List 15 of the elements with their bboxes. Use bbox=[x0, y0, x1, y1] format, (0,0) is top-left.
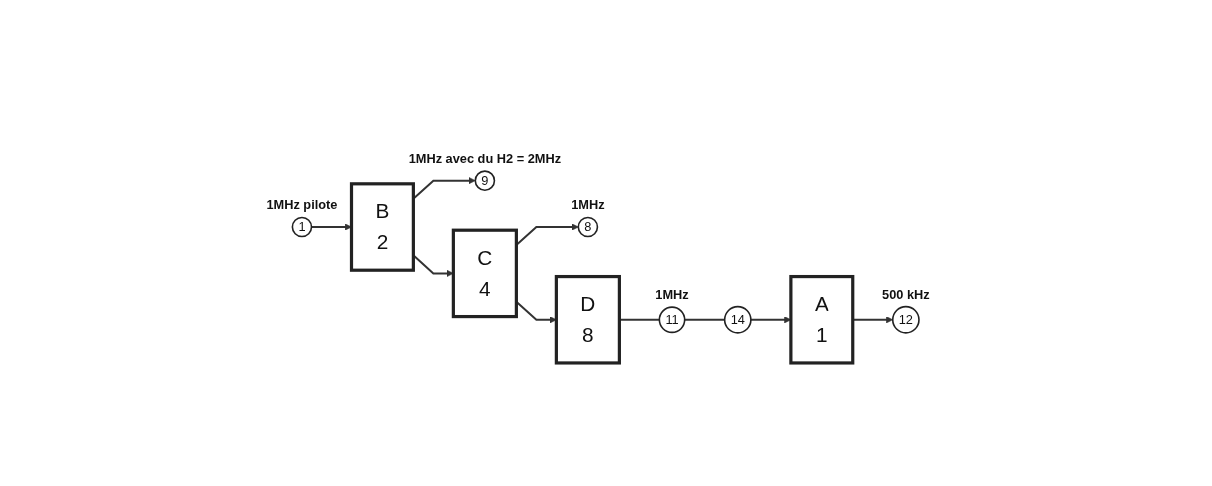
node-box: C 4 bbox=[452, 228, 519, 319]
node-box: D 8 bbox=[555, 274, 622, 365]
node-circle: 12 bbox=[892, 305, 921, 334]
frequency-label: 1MHz bbox=[655, 287, 690, 303]
node-circle: 9 bbox=[474, 170, 496, 191]
node-circle: 8 bbox=[577, 216, 599, 238]
frequency-label: 500 kHz bbox=[882, 286, 930, 302]
node-box: A 1 bbox=[789, 274, 855, 365]
node-circle: 14 bbox=[724, 305, 752, 334]
node-circle: 1 bbox=[291, 216, 313, 238]
frequency-label: 1MHz avec du H2 = 2MHz bbox=[409, 151, 562, 167]
node-circle: 11 bbox=[658, 306, 686, 334]
frequency-label: 1MHz bbox=[571, 197, 605, 213]
node-box: B 2 bbox=[350, 182, 416, 272]
frequency-label: 1MHz pilote bbox=[266, 197, 338, 213]
